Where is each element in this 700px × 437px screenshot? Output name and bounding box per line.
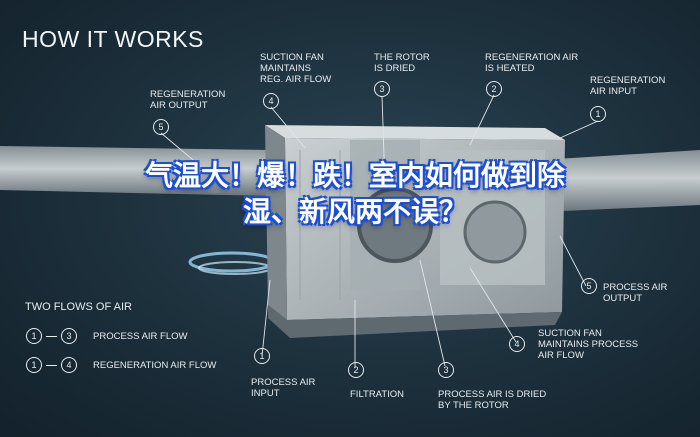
legend-row-regeneration: 1 4 REGENERATION AIR FLOW <box>26 357 216 373</box>
callout-number: 2 <box>348 362 364 378</box>
legend-dash <box>46 364 57 366</box>
suction-fan-regen-label: SUCTION FAN MAINTAINS REG. AIR FLOW <box>260 52 332 85</box>
process-air-output-label: PROCESS AIR OUTPUT <box>603 282 668 304</box>
legend-label: REGENERATION AIR FLOW <box>93 359 217 371</box>
process-air-dried-label: PROCESS AIR IS DRIED BY THE ROTOR <box>438 389 547 411</box>
fan-wheel <box>463 200 527 264</box>
right-duct <box>540 150 700 212</box>
callout-number: 5 <box>153 119 169 135</box>
callout-number: 3 <box>374 81 390 97</box>
leader-lines <box>160 94 599 368</box>
unit-base <box>268 305 562 338</box>
regen-air-heated-label: REGENERATION AIR IS HEATED <box>485 52 579 74</box>
callout-number: 4 <box>509 336 525 352</box>
regen-air-output-label: REGENERATION AIR OUTPUT <box>150 89 226 111</box>
suction-fan-process-label: SUCTION FAN MAINTAINS PROCESS AIR FLOW <box>538 328 639 361</box>
callout-number: 4 <box>263 93 279 109</box>
regen-air-input-label: REGENERATION AIR INPUT <box>590 75 666 97</box>
callout-number: 3 <box>438 362 454 378</box>
legend-from-number: 1 <box>26 328 42 344</box>
rotor <box>357 187 433 263</box>
callout-number: 1 <box>590 106 606 122</box>
legend-title: TWO FLOWS OF AIR <box>25 301 132 313</box>
page-title: HOW IT WORKS <box>22 26 204 52</box>
callout-number: 2 <box>486 81 502 97</box>
overlay-headline: 气温大！爆！跌！室内如何做到除湿、新风两不误？ <box>144 159 565 228</box>
left-duct <box>0 146 270 196</box>
filtration-label: FILTRATION <box>350 389 405 400</box>
legend-dash <box>46 335 57 337</box>
callout-number: 5 <box>581 278 597 294</box>
callout-number: 1 <box>254 348 270 364</box>
legend-label: PROCESS AIR FLOW <box>93 330 188 342</box>
legend-row-process: 1 3 PROCESS AIR FLOW <box>26 328 188 344</box>
legend-to-number: 3 <box>61 328 77 344</box>
legend-to-number: 4 <box>61 357 77 373</box>
legend-from-number: 1 <box>26 357 42 373</box>
unit-side <box>265 125 287 320</box>
unit-top <box>265 125 565 140</box>
rotor-dried-label: THE ROTOR IS DRIED <box>374 52 430 74</box>
process-air-input-label: PROCESS AIR INPUT <box>251 377 316 399</box>
